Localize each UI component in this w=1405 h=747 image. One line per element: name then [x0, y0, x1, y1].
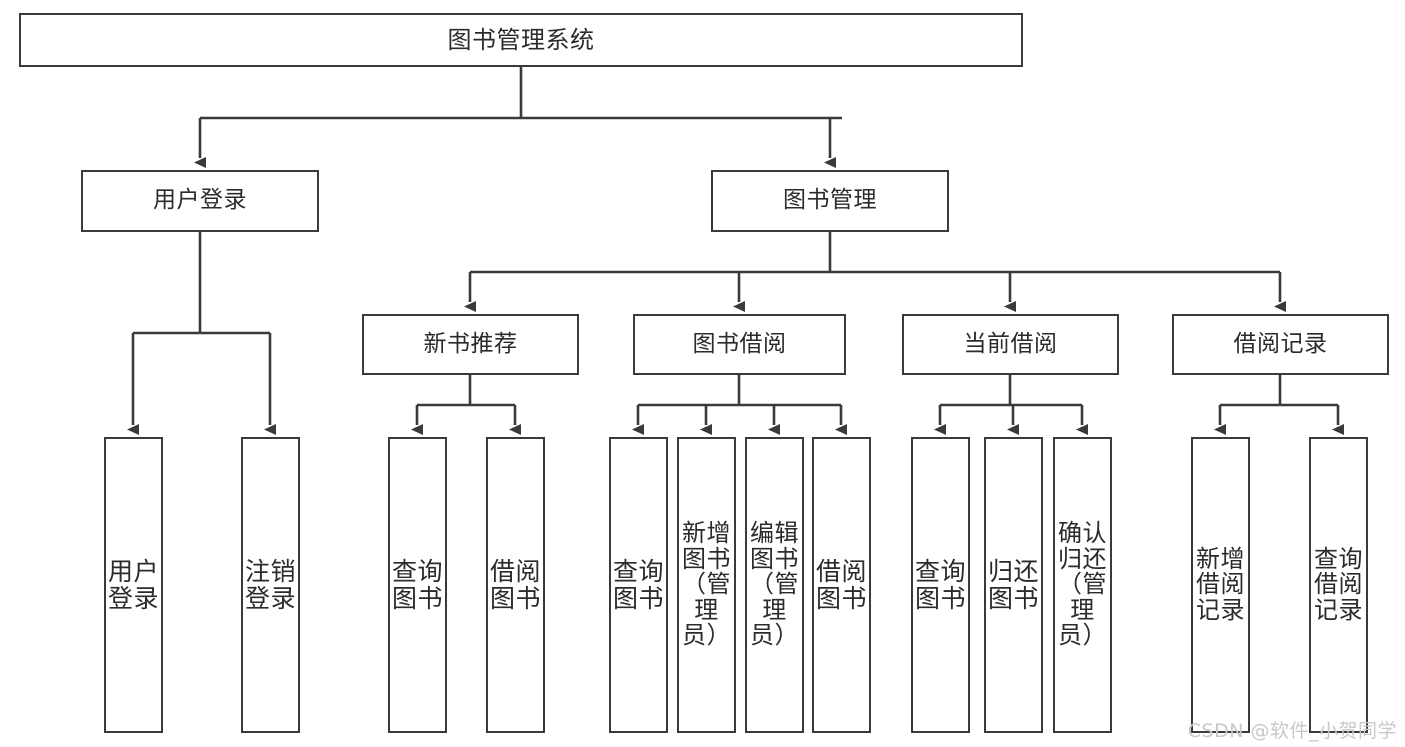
leaf-query-record-label: 查询借阅记录: [1314, 544, 1363, 624]
node-new-book-recommendation-label: 新书推荐: [423, 330, 518, 357]
leaf-edit-book[interactable]: 编辑图书（管理员）: [745, 437, 804, 733]
leaf-user-login[interactable]: 用户登录: [104, 437, 163, 733]
node-book-management-label: 图书管理: [783, 187, 877, 214]
leaf-add-book[interactable]: 新增图书（管理员）: [677, 437, 736, 733]
leaf-query-book-3-label: 查询图书: [914, 557, 966, 613]
leaf-borrow-book-1[interactable]: 借阅图书: [486, 437, 545, 733]
leaf-query-book-3[interactable]: 查询图书: [911, 437, 970, 733]
leaf-return-book-label: 归还图书: [987, 557, 1039, 613]
node-user-login[interactable]: 用户登录: [81, 170, 319, 232]
leaf-add-record[interactable]: 新增借阅记录: [1191, 437, 1250, 733]
node-book-borrowing[interactable]: 图书借阅: [633, 314, 846, 375]
leaf-borrow-book-1-label: 借阅图书: [489, 557, 541, 613]
leaf-add-record-label: 新增借阅记录: [1196, 544, 1245, 624]
node-book-borrowing-label: 图书借阅: [692, 330, 787, 357]
node-current-borrowing-label: 当前借阅: [963, 330, 1058, 357]
leaf-add-book-label: 新增图书（管理员）: [682, 519, 731, 650]
leaf-query-record[interactable]: 查询借阅记录: [1309, 437, 1368, 733]
leaf-query-book-1-label: 查询图书: [391, 557, 443, 613]
node-book-management[interactable]: 图书管理: [711, 170, 949, 232]
leaf-query-book-2-label: 查询图书: [612, 557, 664, 613]
node-borrowing-record[interactable]: 借阅记录: [1172, 314, 1389, 375]
leaf-borrow-book-2-label: 借阅图书: [815, 557, 867, 613]
leaf-logout-label: 注销登录: [244, 557, 296, 613]
node-user-login-label: 用户登录: [153, 187, 247, 214]
leaf-confirm-return[interactable]: 确认归还（管理员）: [1053, 437, 1112, 733]
node-borrowing-record-label: 借阅记录: [1233, 330, 1328, 357]
leaf-return-book[interactable]: 归还图书: [984, 437, 1043, 733]
leaf-confirm-return-label: 确认归还（管理员）: [1058, 519, 1107, 650]
node-root[interactable]: 图书管理系统: [19, 13, 1023, 67]
node-current-borrowing[interactable]: 当前借阅: [902, 314, 1119, 375]
watermark: CSDN @软件_小贺同学: [1187, 720, 1397, 742]
leaf-borrow-book-2[interactable]: 借阅图书: [812, 437, 871, 733]
leaf-edit-book-label: 编辑图书（管理员）: [750, 519, 799, 650]
leaf-query-book-1[interactable]: 查询图书: [388, 437, 447, 733]
node-new-book-recommendation[interactable]: 新书推荐: [362, 314, 579, 375]
leaf-user-login-label: 用户登录: [107, 557, 159, 613]
node-root-label: 图书管理系统: [447, 25, 595, 54]
leaf-logout[interactable]: 注销登录: [241, 437, 300, 733]
leaf-query-book-2[interactable]: 查询图书: [609, 437, 668, 733]
